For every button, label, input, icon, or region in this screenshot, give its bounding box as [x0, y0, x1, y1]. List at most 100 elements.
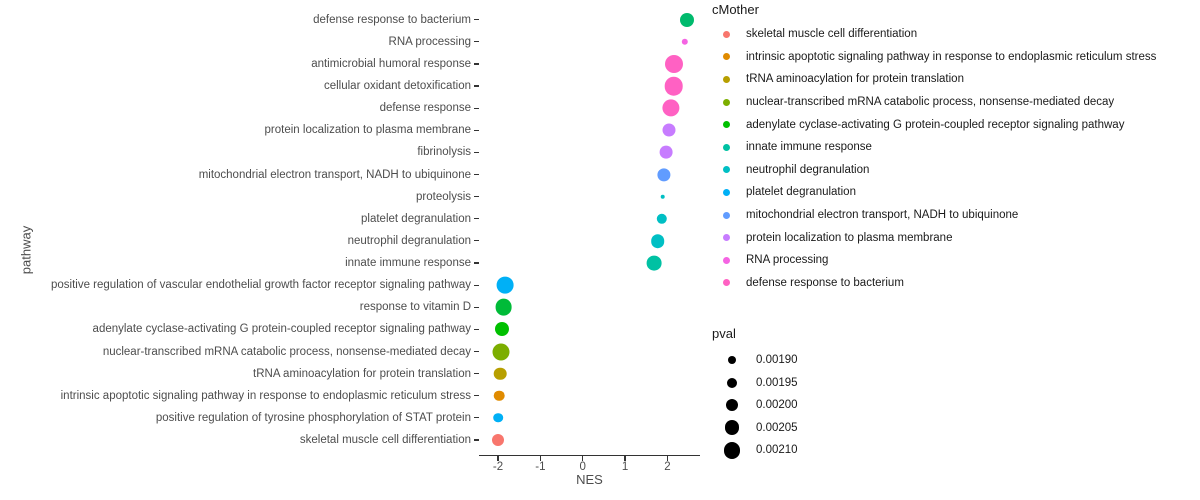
legend-color-swatch: [712, 211, 740, 219]
legend-size-label: 0.00200: [756, 399, 798, 412]
legend-color-item[interactable]: tRNA aminoacylation for protein translat…: [712, 68, 1192, 91]
y-axis-tick: [474, 151, 479, 153]
legend-color-item[interactable]: platelet degranulation: [712, 181, 1192, 204]
legend-color-swatch: [712, 53, 740, 61]
legend-color-item[interactable]: innate immune response: [712, 136, 1192, 159]
legend-color-label: protein localization to plasma membrane: [746, 231, 953, 244]
legend-color: cMother skeletal muscle cell differentia…: [712, 2, 1192, 294]
legend-size-item[interactable]: 0.00190: [712, 349, 972, 372]
data-point[interactable]: [659, 146, 673, 159]
y-axis-tick: [474, 262, 479, 264]
y-axis-tick-label: mitochondrial electron transport, NADH t…: [198, 168, 471, 181]
y-axis-tick-label: positive regulation of tyrosine phosphor…: [155, 411, 471, 424]
x-axis-tick-label: -2: [492, 461, 504, 473]
data-point[interactable]: [662, 99, 680, 117]
legend-color-label: defense response to bacterium: [746, 276, 904, 289]
data-point[interactable]: [494, 390, 505, 402]
legend-size-label: 0.00190: [756, 354, 798, 367]
y-axis-tick: [474, 350, 479, 353]
y-axis-tick-label: nuclear-transcribed mRNA catabolic proce…: [102, 345, 471, 358]
y-axis-tick-label: intrinsic apoptotic signaling pathway in…: [60, 389, 471, 402]
legend-color-label: neutrophil degranulation: [746, 163, 870, 176]
data-point[interactable]: [664, 54, 683, 73]
data-point[interactable]: [656, 167, 671, 182]
x-axis-tick-label: 2: [664, 461, 671, 473]
legend-color-label: intrinsic apoptotic signaling pathway in…: [746, 50, 1157, 63]
x-axis-tick-label: -1: [535, 461, 546, 473]
data-point[interactable]: [656, 213, 668, 224]
y-axis-tick: [474, 85, 479, 87]
legend-color-item[interactable]: protein localization to plasma membrane: [712, 226, 1192, 249]
data-point[interactable]: [650, 234, 665, 248]
legend-color-label: adenylate cyclase-activating G protein-c…: [746, 118, 1125, 131]
legend-size-dot-icon: [727, 377, 737, 388]
y-axis-tick-label: innate immune response: [345, 257, 471, 270]
data-point[interactable]: [493, 413, 504, 423]
data-point[interactable]: [492, 343, 510, 361]
y-axis-tick: [474, 63, 479, 65]
legend-size-swatch: [712, 377, 752, 388]
legend-color-label: nuclear-transcribed mRNA catabolic proce…: [746, 96, 1115, 109]
data-point[interactable]: [493, 367, 507, 380]
legend-color-item[interactable]: nuclear-transcribed mRNA catabolic proce…: [712, 91, 1192, 114]
y-axis-tick: [474, 306, 479, 308]
y-axis-tick-label: defense response: [379, 102, 471, 115]
y-axis-tick: [474, 328, 479, 330]
legend-size-dot-icon: [728, 356, 736, 365]
data-point[interactable]: [646, 255, 662, 271]
x-axis-tick: [666, 456, 668, 461]
legend-color-label: skeletal muscle cell differentiation: [746, 28, 918, 41]
data-point[interactable]: [660, 194, 666, 199]
legend-color-item[interactable]: mitochondrial electron transport, NADH t…: [712, 204, 1192, 227]
legend-color-item[interactable]: neutrophil degranulation: [712, 159, 1192, 182]
y-axis-tick: [474, 19, 479, 21]
legend-dot-icon: [722, 121, 730, 129]
y-axis-tick: [474, 196, 479, 198]
y-axis-tick-label: proteolysis: [416, 190, 471, 203]
legend-color-item[interactable]: defense response to bacterium: [712, 272, 1192, 295]
data-point[interactable]: [664, 76, 684, 96]
data-point[interactable]: [492, 434, 505, 446]
legend-dot-icon: [722, 234, 730, 242]
x-axis-tick-label: 1: [621, 461, 629, 473]
y-axis-tick-label: fibrinolysis: [417, 146, 471, 159]
data-point[interactable]: [662, 123, 676, 137]
y-axis-tick-label: tRNA aminoacylation for protein translat…: [253, 367, 471, 380]
legend-color-swatch: [712, 166, 740, 174]
legend-size-item[interactable]: 0.00195: [712, 372, 972, 395]
data-point[interactable]: [495, 298, 512, 316]
legend-color-label: RNA processing: [746, 254, 829, 267]
y-axis-tick: [474, 218, 479, 220]
x-axis-tick: [497, 456, 499, 461]
data-point[interactable]: [681, 38, 688, 46]
legend-color-item[interactable]: adenylate cyclase-activating G protein-c…: [712, 113, 1192, 136]
legend-size-item[interactable]: 0.00200: [712, 394, 972, 417]
legend-dot-icon: [722, 279, 730, 287]
legend-dot-icon: [722, 166, 730, 174]
y-axis-title: pathway: [18, 225, 34, 275]
data-point[interactable]: [679, 12, 694, 27]
plot-panel: [479, 8, 700, 455]
y-axis-tick-label: adenylate cyclase-activating G protein-c…: [92, 323, 471, 336]
y-axis-tick-label: neutrophil degranulation: [347, 234, 471, 247]
legend-size-swatch: [712, 420, 752, 436]
legend-color-item[interactable]: RNA processing: [712, 249, 1192, 272]
data-point[interactable]: [496, 276, 514, 294]
data-point[interactable]: [495, 322, 510, 337]
legend-size-item[interactable]: 0.00205: [712, 417, 972, 440]
legend-color-swatch: [712, 121, 740, 129]
x-axis-line: [479, 455, 700, 457]
x-axis-tick: [539, 456, 541, 461]
y-axis-tick: [474, 284, 479, 286]
y-axis-tick-label: RNA processing: [388, 35, 471, 48]
legend-color-item[interactable]: intrinsic apoptotic signaling pathway in…: [712, 46, 1192, 69]
y-axis-tick-label: positive regulation of vascular endothel…: [51, 279, 471, 292]
legend-size-item[interactable]: 0.00210: [712, 439, 972, 462]
y-axis-tick: [474, 129, 479, 131]
legend-color-item[interactable]: skeletal muscle cell differentiation: [712, 23, 1192, 46]
y-axis-tick: [474, 41, 479, 43]
legend-color-swatch: [712, 188, 740, 196]
y-axis-tick-label: platelet degranulation: [361, 212, 471, 225]
